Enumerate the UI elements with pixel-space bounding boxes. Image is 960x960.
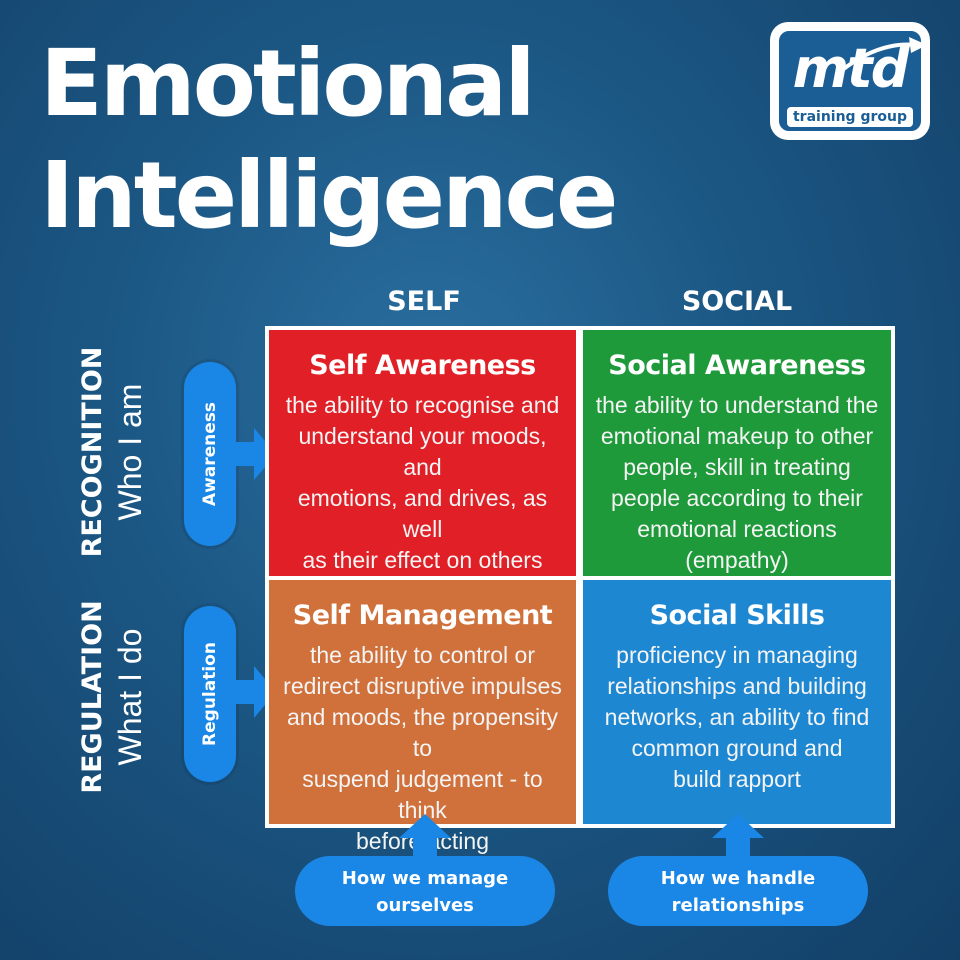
desc-line: emotional reactions (empathy) <box>637 516 837 573</box>
row-label-regulation-sub: What I do <box>112 628 148 766</box>
row-label-regulation: REGULATION What I do <box>76 557 156 837</box>
quadrant-self-management: Self Management the ability to control o… <box>269 580 576 854</box>
row-label-recognition-sub: Who I am <box>112 383 148 521</box>
column-header-social: SOCIAL <box>681 286 793 317</box>
handle-relationships-pill: How we handle relationships <box>608 856 868 926</box>
mtd-logo: mtd training group <box>770 22 930 140</box>
awareness-pill: Awareness <box>184 362 236 546</box>
handle-relationships-line-2: relationships <box>671 895 805 916</box>
logo-subtitle: training group <box>787 107 913 127</box>
awareness-pill-label: Awareness <box>200 401 220 507</box>
desc-line: the ability to understand the <box>595 392 879 418</box>
desc-line: and moods, the propensity to <box>286 704 559 761</box>
handle-relationships-line-1: How we handle <box>660 868 816 889</box>
desc-line: proficiency in managing <box>616 642 858 668</box>
desc-line: the ability to recognise and <box>285 392 560 418</box>
regulation-pill-label: Regulation <box>200 642 220 746</box>
desc-line: common ground and <box>631 735 843 761</box>
quadrant-self-awareness: Self Awareness the ability to recognise … <box>269 330 576 576</box>
desc-line: people, skill in treating <box>623 454 851 480</box>
desc-line: build rapport <box>673 766 801 792</box>
self-awareness-title: Self Awareness <box>309 350 536 381</box>
logo-mark: mtd <box>792 37 910 100</box>
manage-ourselves-arrow-icon <box>399 814 451 864</box>
column-header-self: SELF <box>387 286 461 317</box>
desc-line: the ability to control or <box>309 642 535 668</box>
desc-line: suspend judgement - to think <box>302 766 543 823</box>
desc-line: emotional makeup to other <box>600 423 874 449</box>
regulation-pill: Regulation <box>184 606 236 782</box>
logo-badge: mtd training group <box>776 28 927 134</box>
row-label-regulation-title: REGULATION <box>77 600 108 794</box>
quadrant-social-skills: Social Skills proficiency in managing re… <box>583 580 891 824</box>
row-label-recognition: RECOGNITION Who I am <box>76 312 156 592</box>
title-line-1: Emotional <box>40 30 536 137</box>
manage-ourselves-line-2: ourselves <box>376 895 474 916</box>
manage-ourselves-pill: How we manage ourselves <box>295 856 555 926</box>
self-awareness-description: the ability to recognise and understand … <box>281 390 564 576</box>
social-skills-description: proficiency in managing relationships an… <box>595 640 879 795</box>
desc-line: people according to their <box>611 485 863 511</box>
quadrant-grid: Self Awareness the ability to recognise … <box>265 326 895 854</box>
social-awareness-description: the ability to understand the emotional … <box>595 390 879 576</box>
title-line-2: Intelligence <box>40 142 618 249</box>
desc-line: redirect disruptive impulses <box>283 673 562 699</box>
self-management-title: Self Management <box>292 600 553 631</box>
awareness-arrow-icon <box>230 428 276 480</box>
desc-line: as their effect on others <box>302 547 543 573</box>
manage-ourselves-line-1: How we manage <box>341 868 509 889</box>
row-label-recognition-title: RECOGNITION <box>77 346 108 558</box>
social-awareness-title: Social Awareness <box>608 350 866 381</box>
desc-line: emotions, and drives, as well <box>297 485 548 542</box>
desc-line: understand your moods, and <box>298 423 547 480</box>
page-title: Emotional Intelligence <box>40 28 618 252</box>
logo-arrow-icon <box>839 37 927 73</box>
quadrant-social-awareness: Social Awareness the ability to understa… <box>583 330 891 576</box>
desc-line: networks, an ability to find <box>604 704 870 730</box>
handle-relationships-arrow-icon <box>712 814 764 864</box>
social-skills-title: Social Skills <box>649 600 825 631</box>
regulation-arrow-icon <box>230 666 276 718</box>
desc-line: relationships and building <box>607 673 867 699</box>
